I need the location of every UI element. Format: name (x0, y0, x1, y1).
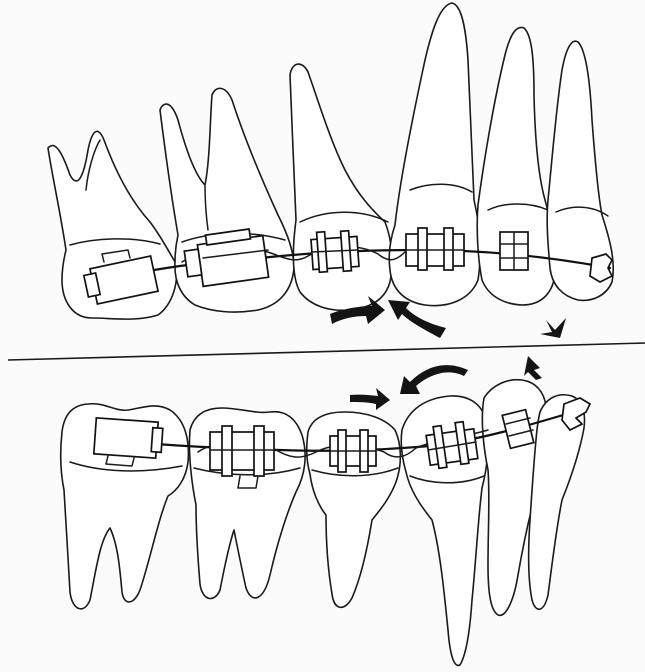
lower-arrow-left-curved (400, 365, 468, 394)
upper-premolar-2-tooth (290, 64, 392, 310)
lower-arrow-up (524, 356, 542, 380)
occlusal-divider (8, 343, 645, 360)
upper-arrow-down (540, 318, 566, 338)
lower-bracket-2 (330, 430, 376, 472)
lower-arrow-right (350, 388, 390, 410)
lower-bracket-5 (562, 398, 590, 430)
upper-bracket-5 (590, 254, 612, 282)
upper-bracket-4 (500, 232, 528, 270)
upper-bracket-3 (406, 228, 464, 270)
